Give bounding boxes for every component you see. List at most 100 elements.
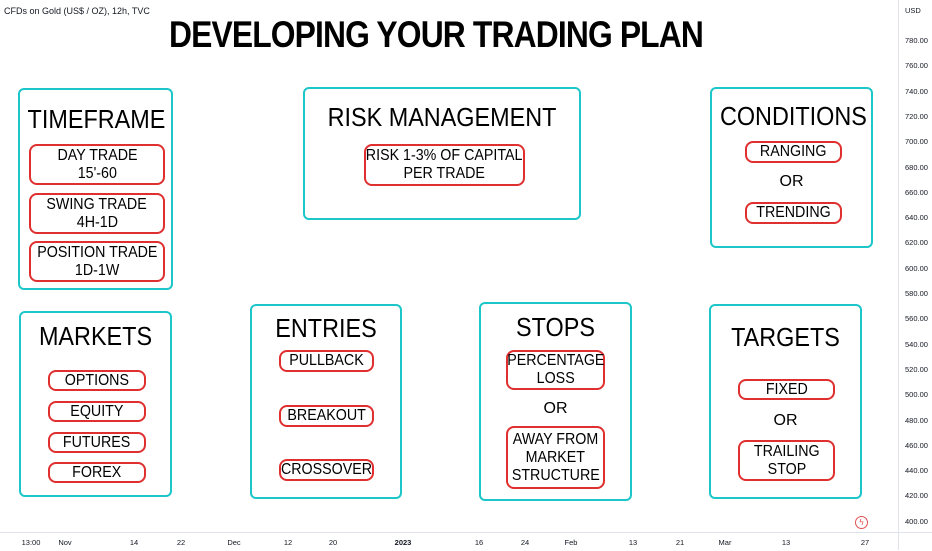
swing-trade-pill: SWING TRADE 4H-1D bbox=[29, 193, 165, 234]
pill-line: AWAY FROM bbox=[512, 430, 599, 448]
price-tick-label: 760.00 bbox=[905, 61, 928, 71]
price-tick-label: 400.00 bbox=[905, 516, 928, 526]
price-tick-label: 600.00 bbox=[905, 263, 928, 273]
price-axis[interactable] bbox=[898, 0, 932, 550]
pill-line: TRENDING bbox=[756, 204, 831, 221]
time-tick-label: 13:00 bbox=[21, 538, 41, 547]
time-tick-label: 13 bbox=[781, 538, 791, 547]
time-tick-label: 13 bbox=[628, 538, 638, 547]
risk-percent-pill: RISK 1-3% OF CAPITAL PER TRADE bbox=[364, 144, 525, 186]
equity-pill: EQUITY bbox=[48, 401, 146, 422]
time-tick-label: 16 bbox=[474, 538, 484, 547]
markets-card: MARKETS OPTIONS EQUITY FUTURES FOREX bbox=[19, 311, 172, 497]
away-from-structure-pill: AWAY FROM MARKET STRUCTURE bbox=[506, 426, 605, 489]
time-tick-label: 27 bbox=[860, 538, 870, 547]
pill-line: FOREX bbox=[72, 463, 122, 481]
time-tick-label: 22 bbox=[176, 538, 186, 547]
futures-pill: FUTURES bbox=[48, 432, 146, 453]
breakout-pill: BREAKOUT bbox=[279, 405, 374, 427]
risk-management-card: RISK MANAGEMENT RISK 1-3% OF CAPITAL PER… bbox=[303, 87, 581, 220]
price-tick-label: 680.00 bbox=[905, 162, 928, 172]
price-tick-label: 500.00 bbox=[905, 390, 928, 400]
or-label: OR bbox=[543, 400, 568, 417]
time-tick-label: 2023 bbox=[394, 538, 412, 547]
pill-line: 15'-60 bbox=[77, 164, 117, 182]
fixed-pill: FIXED bbox=[738, 379, 835, 400]
or-label: OR bbox=[773, 412, 798, 429]
pill-line: SWING TRADE bbox=[46, 195, 148, 213]
time-tick-label: Nov bbox=[58, 538, 72, 547]
options-pill: OPTIONS bbox=[48, 370, 146, 391]
price-tick-label: 740.00 bbox=[905, 86, 928, 96]
price-tick-label: 540.00 bbox=[905, 339, 928, 349]
time-tick-label: 12 bbox=[283, 538, 293, 547]
price-tick-label: 780.00 bbox=[905, 36, 928, 45]
entries-card: ENTRIES PULLBACK BREAKOUT CROSSOVER bbox=[250, 304, 402, 499]
card-title: STOPS bbox=[516, 312, 595, 342]
position-trade-pill: POSITION TRADE 1D-1W bbox=[29, 241, 165, 282]
price-tick-label: 700.00 bbox=[905, 137, 928, 147]
pill-line: BREAKOUT bbox=[287, 407, 366, 424]
timeframe-card: TIMEFRAME DAY TRADE 15'-60 SWING TRADE 4… bbox=[18, 88, 173, 290]
price-tick-label: 460.00 bbox=[905, 440, 928, 450]
time-tick-label: 24 bbox=[520, 538, 530, 547]
percentage-loss-pill: PERCENTAGE LOSS bbox=[506, 350, 605, 390]
price-tick-label: 440.00 bbox=[905, 466, 928, 476]
card-title: ENTRIES bbox=[275, 313, 377, 343]
conditions-card: CONDITIONS RANGING OR TRENDING bbox=[710, 87, 873, 248]
pill-line: MARKET bbox=[525, 448, 586, 466]
pill-line: RISK 1-3% OF CAPITAL bbox=[366, 147, 523, 164]
trailing-stop-pill: TRAILING STOP bbox=[738, 440, 835, 481]
time-tick-label: Feb bbox=[564, 538, 578, 547]
time-tick-label: Dec bbox=[227, 538, 241, 547]
or-label: OR bbox=[779, 173, 804, 190]
pill-line: PERCENTAGE bbox=[506, 352, 605, 369]
pill-line: DAY TRADE bbox=[56, 146, 138, 164]
pill-line: LOSS bbox=[536, 370, 575, 387]
time-axis[interactable] bbox=[0, 532, 932, 551]
price-tick-label: 580.00 bbox=[905, 289, 928, 298]
price-tick-label: 520.00 bbox=[905, 364, 928, 374]
pill-line: STOP bbox=[767, 460, 806, 478]
time-tick-label: Mar bbox=[718, 538, 732, 547]
card-title: RISK MANAGEMENT bbox=[327, 102, 557, 132]
card-title: TIMEFRAME bbox=[27, 104, 166, 134]
price-tick-label: 420.00 bbox=[905, 491, 928, 501]
price-tick-label: 660.00 bbox=[905, 187, 928, 197]
time-tick-label: 14 bbox=[129, 538, 139, 547]
pill-line: CROSSOVER bbox=[280, 461, 373, 478]
price-tick-label: 620.00 bbox=[905, 238, 928, 248]
pill-line: STRUCTURE bbox=[511, 466, 600, 484]
pill-line: TRAILING bbox=[753, 442, 820, 460]
pill-line: 4H-1D bbox=[76, 213, 118, 231]
pill-line: POSITION TRADE bbox=[36, 243, 158, 261]
price-tick-label: 720.00 bbox=[905, 111, 928, 121]
price-tick-label: 560.00 bbox=[905, 314, 928, 324]
time-tick-label: 20 bbox=[328, 538, 338, 547]
pill-line: FIXED bbox=[765, 380, 808, 398]
day-trade-pill: DAY TRADE 15'-60 bbox=[29, 144, 165, 185]
crossover-pill: CROSSOVER bbox=[279, 459, 374, 481]
pill-line: OPTIONS bbox=[64, 371, 130, 389]
pill-line: EQUITY bbox=[70, 402, 124, 420]
time-tick-label: 21 bbox=[675, 538, 685, 547]
pill-line: 1D-1W bbox=[74, 261, 120, 279]
stops-card: STOPS PERCENTAGE LOSS OR AWAY FROM MARKE… bbox=[479, 302, 632, 501]
currency-label: USD bbox=[905, 6, 921, 15]
price-tick-label: 640.00 bbox=[905, 213, 928, 223]
card-title: MARKETS bbox=[38, 321, 153, 351]
card-title: TARGETS bbox=[731, 322, 840, 352]
symbol-title: CFDs on Gold (US$ / OZ), 12h, TVC bbox=[4, 6, 150, 16]
card-title: CONDITIONS bbox=[719, 101, 867, 131]
targets-card: TARGETS FIXED OR TRAILING STOP bbox=[709, 304, 862, 499]
pill-line: PULLBACK bbox=[289, 352, 364, 369]
trending-pill: TRENDING bbox=[745, 202, 842, 224]
pullback-pill: PULLBACK bbox=[279, 350, 374, 372]
lightning-icon[interactable]: ϟ bbox=[855, 516, 868, 529]
page-title: DEVELOPING YOUR TRADING PLAN bbox=[168, 14, 704, 55]
pill-line: FUTURES bbox=[63, 433, 131, 451]
price-tick-label: 480.00 bbox=[905, 415, 928, 425]
forex-pill: FOREX bbox=[48, 462, 146, 483]
pill-line: RANGING bbox=[760, 143, 827, 160]
pill-line: PER TRADE bbox=[403, 165, 486, 182]
